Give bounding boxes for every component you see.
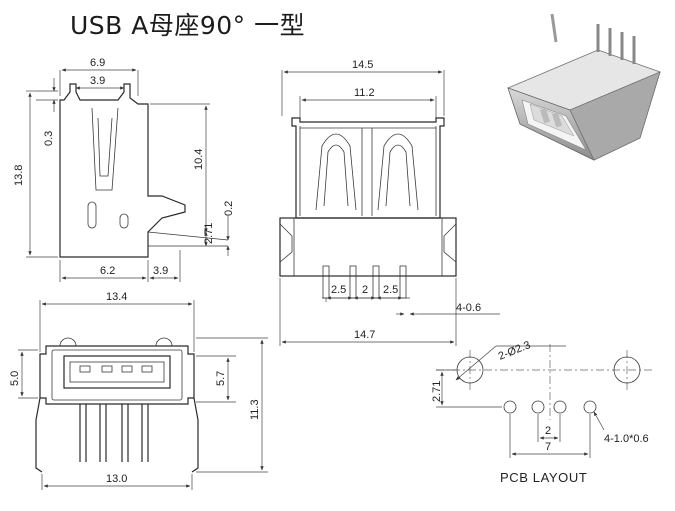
dim-inner-height: 10.4 <box>193 149 205 170</box>
dim-top-gap: 0.3 <box>43 131 55 146</box>
dim-bottom-left-height: 5.0 <box>9 371 21 386</box>
dim-row-offset: 2.71 <box>431 381 443 402</box>
dim-mount-holes: 2-Ø2.3 <box>497 339 533 363</box>
dim-pad-span: 7 <box>545 441 551 453</box>
side-view-dimensions: 6.9 3.9 0.3 13.8 10.4 0.2 2.71 6.2 3.9 <box>13 57 235 282</box>
bottom-view-dimensions: 13.4 5.0 5.7 11.3 13.0 <box>9 291 268 490</box>
pcb-layout <box>436 344 652 420</box>
dim-overall-width: 6.9 <box>90 57 105 69</box>
dim-bottom-top-width: 13.4 <box>106 291 127 303</box>
dim-front-bottom-width: 14.7 <box>354 329 375 341</box>
dim-offset: 0.2 <box>223 201 235 216</box>
dim-pad-pitch: 2 <box>545 425 551 437</box>
pad-2 <box>531 400 545 414</box>
mount-hole-left <box>456 356 484 384</box>
pcb-layout-label: PCB LAYOUT <box>500 470 587 485</box>
pcb-layout-dimensions: 2-Ø2.3 2.71 2 7 4-1.0*0.6 PCB LAYOUT <box>431 339 649 485</box>
front-view-dimensions: 14.5 11.2 2.5 2 2.5 4-0.6 14.7 <box>279 59 500 346</box>
dim-pin-width: 3.9 <box>153 265 168 277</box>
dim-overall-height: 13.8 <box>13 165 25 186</box>
mount-hole-right <box>613 356 641 384</box>
dim-bottom-overall-height: 11.3 <box>249 399 261 420</box>
dim-bottom-right-height: 5.7 <box>215 371 227 386</box>
pad-1 <box>503 400 517 414</box>
page-title: USB A母座90° 一型 <box>70 11 306 40</box>
dim-pads: 4-1.0*0.6 <box>604 433 649 445</box>
product-photo <box>507 13 661 161</box>
dim-pitch-mid: 2 <box>362 284 368 296</box>
dim-pin-height: 2.71 <box>203 223 215 244</box>
dim-bottom-width: 13.0 <box>106 473 127 485</box>
dim-base-width: 6.2 <box>100 265 115 277</box>
bottom-view <box>35 337 199 473</box>
dim-front-inner-width: 11.2 <box>354 87 375 99</box>
pad-4 <box>583 400 597 414</box>
pad-3 <box>553 400 567 414</box>
front-view <box>279 117 457 299</box>
side-view <box>59 83 229 258</box>
dim-slot-width: 3.9 <box>90 75 105 87</box>
dim-pin-size: 4-0.6 <box>456 302 481 314</box>
dim-pitch-right: 2.5 <box>383 284 398 296</box>
dim-front-top-width: 14.5 <box>352 59 373 71</box>
dim-pitch-left: 2.5 <box>331 284 346 296</box>
